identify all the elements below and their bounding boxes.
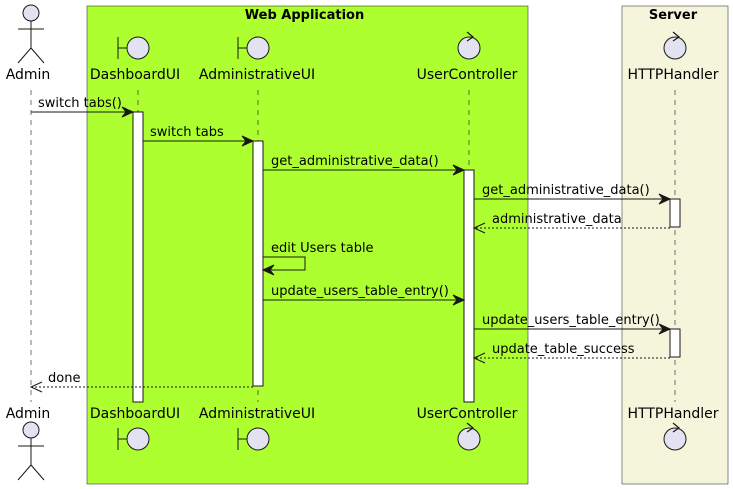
activation-usercontroller bbox=[463, 169, 475, 403]
message-3: get_administrative_data() bbox=[263, 154, 466, 176]
message-4: get_administrative_data() bbox=[474, 183, 672, 205]
participant-label: DashboardUI bbox=[90, 406, 180, 422]
message-5: administrative_data bbox=[472, 212, 670, 234]
control-icon bbox=[457, 422, 481, 451]
participant-label: DashboardUI bbox=[90, 67, 180, 83]
message-label: update_users_table_entry() bbox=[271, 284, 449, 299]
activation-httphandler-1 bbox=[669, 198, 681, 228]
participant-dashboardui-top: DashboardUI bbox=[90, 36, 180, 83]
participant-administrativeui-top: AdministrativeUI bbox=[199, 36, 315, 83]
message-label: edit Users table bbox=[271, 241, 374, 256]
message-label: administrative_data bbox=[492, 212, 622, 227]
box-web-application bbox=[86, 5, 529, 485]
message-10: done bbox=[29, 371, 253, 393]
open-arrowhead-icon bbox=[472, 222, 486, 234]
activation-administrativeui bbox=[252, 140, 264, 387]
message-label: switch tabs() bbox=[38, 96, 122, 111]
participant-admin-bottom: Admin bbox=[6, 406, 51, 481]
message-label: update_users_table_entry() bbox=[482, 313, 660, 328]
boundary-icon bbox=[237, 36, 270, 60]
boundary-icon bbox=[117, 427, 150, 451]
control-icon bbox=[663, 31, 687, 60]
control-icon bbox=[663, 422, 687, 451]
arrowhead-icon bbox=[452, 164, 466, 176]
actor-icon bbox=[17, 421, 45, 481]
message-1: switch tabs() bbox=[31, 96, 135, 118]
box-title-web-application: Web Application bbox=[245, 8, 364, 23]
participant-label: UserController bbox=[417, 67, 518, 83]
open-arrowhead-icon bbox=[472, 352, 486, 364]
arrowhead-icon bbox=[121, 106, 135, 118]
message-8: update_users_table_entry() bbox=[474, 313, 672, 335]
participant-httphandler-bottom: HTTPHandler bbox=[628, 406, 719, 451]
activation-dashboardui bbox=[132, 111, 144, 403]
participant-dashboardui-bottom: DashboardUI bbox=[90, 406, 180, 451]
box-title-server: Server bbox=[649, 8, 698, 23]
participant-label: AdministrativeUI bbox=[199, 67, 315, 83]
arrowhead-icon bbox=[658, 193, 672, 205]
message-2: switch tabs bbox=[143, 125, 255, 147]
participant-label: HTTPHandler bbox=[628, 406, 719, 422]
arrowhead-icon bbox=[658, 323, 672, 335]
open-arrowhead-icon bbox=[29, 381, 43, 393]
message-label: get_administrative_data() bbox=[271, 154, 439, 169]
control-icon bbox=[457, 31, 481, 60]
activation-httphandler-2 bbox=[669, 328, 681, 358]
participant-label: HTTPHandler bbox=[628, 67, 719, 83]
boundary-icon bbox=[237, 427, 270, 451]
actor-icon bbox=[17, 4, 45, 64]
message-label: switch tabs bbox=[150, 125, 224, 140]
arrowhead-icon bbox=[261, 264, 275, 276]
message-7: update_users_table_entry() bbox=[263, 284, 466, 306]
participant-usercontroller-bottom: UserController bbox=[417, 406, 518, 451]
participant-administrativeui-bottom: AdministrativeUI bbox=[199, 406, 315, 451]
message-label: get_administrative_data() bbox=[482, 183, 650, 198]
participant-label: Admin bbox=[6, 406, 51, 422]
participant-usercontroller-top: UserController bbox=[417, 31, 518, 83]
participant-label: AdministrativeUI bbox=[199, 406, 315, 422]
message-6-self: edit Users table bbox=[261, 241, 374, 276]
arrowhead-icon bbox=[241, 135, 255, 147]
participant-httphandler-top: HTTPHandler bbox=[628, 31, 719, 83]
message-9: update_table_success bbox=[472, 342, 670, 364]
message-label: update_table_success bbox=[492, 342, 635, 357]
participant-admin-top: Admin bbox=[6, 4, 51, 83]
arrowhead-icon bbox=[452, 294, 466, 306]
boundary-icon bbox=[117, 36, 150, 60]
participant-label: Admin bbox=[6, 67, 51, 83]
participant-label: UserController bbox=[417, 406, 518, 422]
message-label: done bbox=[48, 371, 80, 386]
